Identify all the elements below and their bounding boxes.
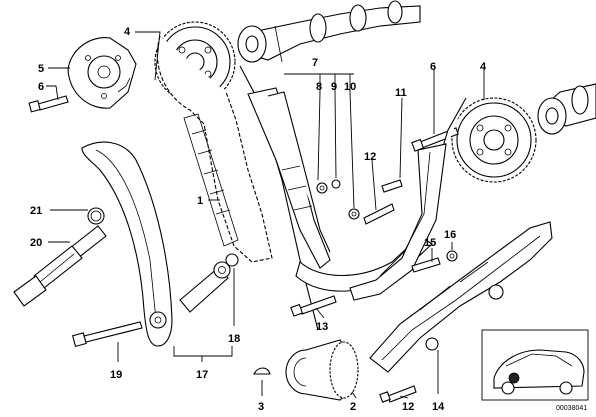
callout-2: 2: [350, 401, 356, 413]
right-camshaft: [537, 83, 596, 135]
callout-7: 7: [312, 57, 318, 69]
impulse-wheel: [67, 37, 137, 109]
woodruff-key: [253, 367, 271, 375]
callout-1: 1: [197, 195, 203, 207]
callout-20: 20: [30, 237, 42, 249]
crankshaft-sprocket: [285, 339, 359, 401]
vehicle-locator-inset: [481, 329, 589, 401]
tensioner-rail-left: [81, 141, 173, 347]
callout-4-left: 4: [124, 26, 131, 38]
chain-tensioner: [13, 207, 107, 307]
callout-12-bottom: 12: [402, 401, 414, 413]
lower-guide-rail: [369, 221, 553, 373]
callout-21: 21: [30, 205, 42, 217]
chain-guide-rail-right: [349, 143, 447, 301]
callout-5: 5: [38, 63, 44, 75]
upper-camshaft: [237, 0, 421, 63]
washers-8-9-10: [316, 179, 360, 220]
callout-14: 14: [432, 401, 445, 413]
bolt-13: [290, 295, 337, 317]
bolt-15: [411, 257, 441, 273]
bolt-12-bottom: [379, 385, 417, 403]
callout-18: 18: [228, 333, 240, 345]
washer-16: [446, 250, 458, 262]
callout-19: 19: [110, 369, 122, 381]
callout-6-left: 6: [38, 81, 44, 93]
callout-11: 11: [395, 87, 407, 99]
right-camshaft-sprocket: [451, 97, 537, 183]
callout-13: 13: [316, 321, 328, 333]
callout-10: 10: [344, 81, 356, 93]
callout-8: 8: [316, 81, 322, 93]
callout-3: 3: [258, 401, 264, 413]
callout-4-right: 4: [480, 61, 487, 73]
callout-9: 9: [331, 81, 337, 93]
document-number: 00038041: [556, 405, 587, 412]
guide-rail-arm: [179, 253, 239, 313]
callout-labels: 4 5 6 7 8 9 10 11 6 4 12 1 21 20 16 15 1…: [30, 26, 587, 413]
callout-15: 15: [424, 237, 436, 249]
callout-16: 16: [444, 229, 456, 241]
callout-6-right: 6: [430, 61, 436, 73]
guide-pin: [381, 179, 403, 193]
leader-lines: [46, 31, 485, 399]
callout-17: 17: [196, 369, 208, 381]
chain-guide-rail-center: [247, 87, 433, 292]
bolt-left: [28, 95, 69, 113]
bolt-12-middle: [363, 203, 395, 225]
bolt-19: [71, 321, 143, 348]
callout-12-middle: 12: [364, 151, 376, 163]
